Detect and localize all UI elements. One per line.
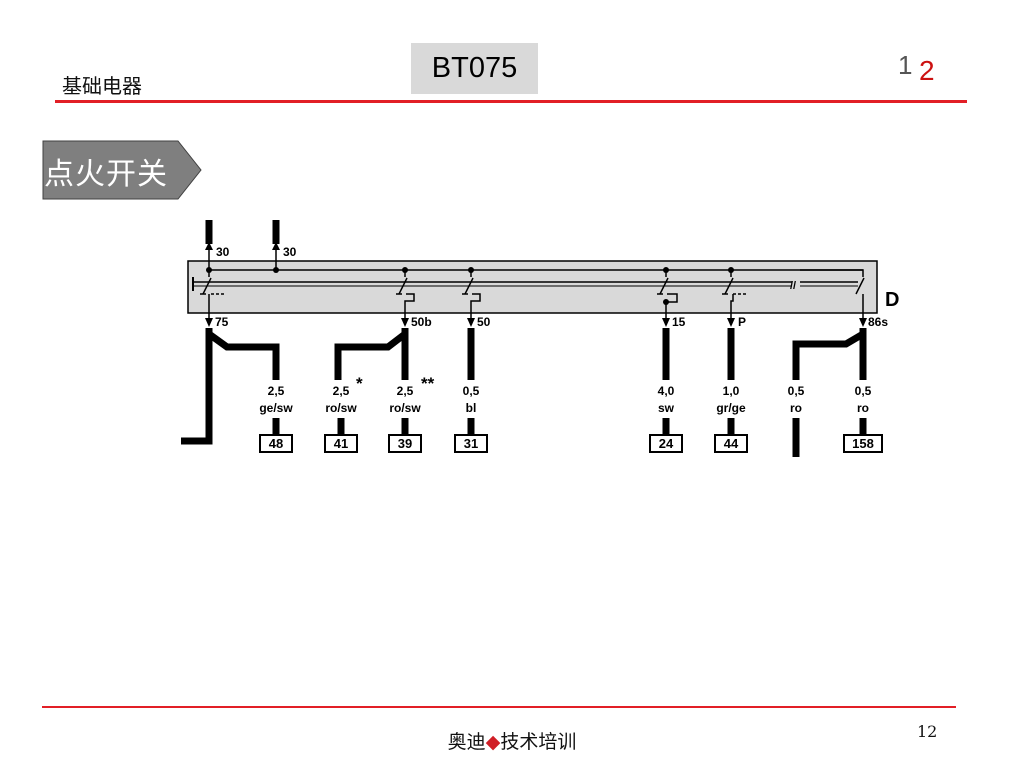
connector-number: 41: [334, 436, 348, 451]
header-code-badge: BT075: [411, 43, 538, 94]
section-label-text: 点火开关: [44, 157, 168, 192]
terminal-arrow-75: [205, 318, 213, 327]
footer-subtitle: 技术培训: [500, 731, 577, 753]
wire-color-label: ge/sw: [259, 401, 293, 415]
terminal-arrow-50: [467, 318, 475, 327]
junction-dot: [663, 299, 669, 305]
shaft-break-mark: //: [790, 280, 796, 292]
terminal-label-50b: 50b: [411, 315, 432, 329]
connector-number: 31: [464, 436, 478, 451]
connector-number: 44: [724, 436, 739, 451]
header-page-prev: 1: [898, 50, 913, 80]
connector-box: [649, 434, 683, 453]
switch-contact-75: [200, 270, 224, 320]
terminal-arrow-15: [662, 318, 670, 327]
footer-rule: [42, 706, 956, 708]
switch-contact-86s: [800, 269, 865, 320]
input-label-30-b: 30: [283, 245, 297, 259]
switch-contact-p: [722, 270, 746, 320]
terminal-label-86s: 86s: [868, 315, 888, 329]
wire-color-label: ro: [790, 401, 802, 415]
connector-box: [324, 434, 358, 453]
wire-gauge-label: 2,5: [268, 384, 285, 398]
slide-page-number: 12: [917, 722, 938, 741]
wire-note-mark: **: [421, 374, 435, 393]
terminal-label-p: P: [738, 315, 746, 329]
connector-box: [454, 434, 488, 453]
wire-gauge-label: 0,5: [788, 384, 805, 398]
switch-contact-50: [462, 270, 481, 320]
input-arrow-30-b: [272, 242, 280, 250]
wire-gauge-label: 0,5: [463, 384, 480, 398]
connector-box: [843, 434, 883, 453]
switch-contact-50b: [396, 270, 415, 320]
section-label-arrow-shape: [42, 140, 202, 200]
wire-gauge-label: 0,5: [855, 384, 872, 398]
switch-contact-15: [657, 270, 678, 320]
terminal-label-15: 15: [672, 315, 686, 329]
wire-50b-branch: [334, 328, 409, 380]
wire-gauge-label: 2,5: [333, 384, 350, 398]
header-title: 基础电器: [62, 74, 142, 98]
terminal-arrow-p: [727, 318, 735, 327]
connector-number: 24: [659, 436, 674, 451]
connector-box: [259, 434, 293, 453]
terminal-arrow-86s: [859, 318, 867, 327]
footer-diamond-icon: ◆: [485, 731, 501, 753]
wire-color-label: ro: [857, 401, 869, 415]
wire-note-mark: *: [356, 374, 363, 393]
wire-color-label: bl: [466, 401, 477, 415]
connector-number: 158: [852, 436, 874, 451]
input-label-30-a: 30: [216, 245, 230, 259]
wire-gauge-label: 4,0: [658, 384, 675, 398]
header-page-current: 2: [919, 55, 935, 86]
junction-dot: [273, 267, 279, 273]
wire-color-label: ro/sw: [389, 401, 421, 415]
terminal-label-75: 75: [215, 315, 229, 329]
component-label: D: [885, 289, 899, 311]
wire-color-label: gr/ge: [716, 401, 746, 415]
connector-box: [388, 434, 422, 453]
connector-number: 39: [398, 436, 412, 451]
terminal-label-50: 50: [477, 315, 491, 329]
ignition-switch-housing: [187, 260, 878, 314]
wire-gauge-label: 2,5: [397, 384, 414, 398]
wire-gauge-label: 1,0: [723, 384, 740, 398]
wire-86s-branch: [792, 328, 867, 380]
header-rule: [55, 100, 967, 103]
footer-brand: 奥迪: [447, 731, 486, 753]
connector-number: 48: [269, 436, 283, 451]
footer-text: 奥迪◆技术培训: [0, 727, 1024, 754]
wire-75-branch: [181, 328, 280, 445]
terminal-arrow-50b: [401, 318, 409, 327]
wire-color-label: sw: [658, 401, 675, 415]
wire-color-label: ro/sw: [325, 401, 357, 415]
connector-box: [714, 434, 748, 453]
input-arrow-30-a: [205, 242, 213, 250]
